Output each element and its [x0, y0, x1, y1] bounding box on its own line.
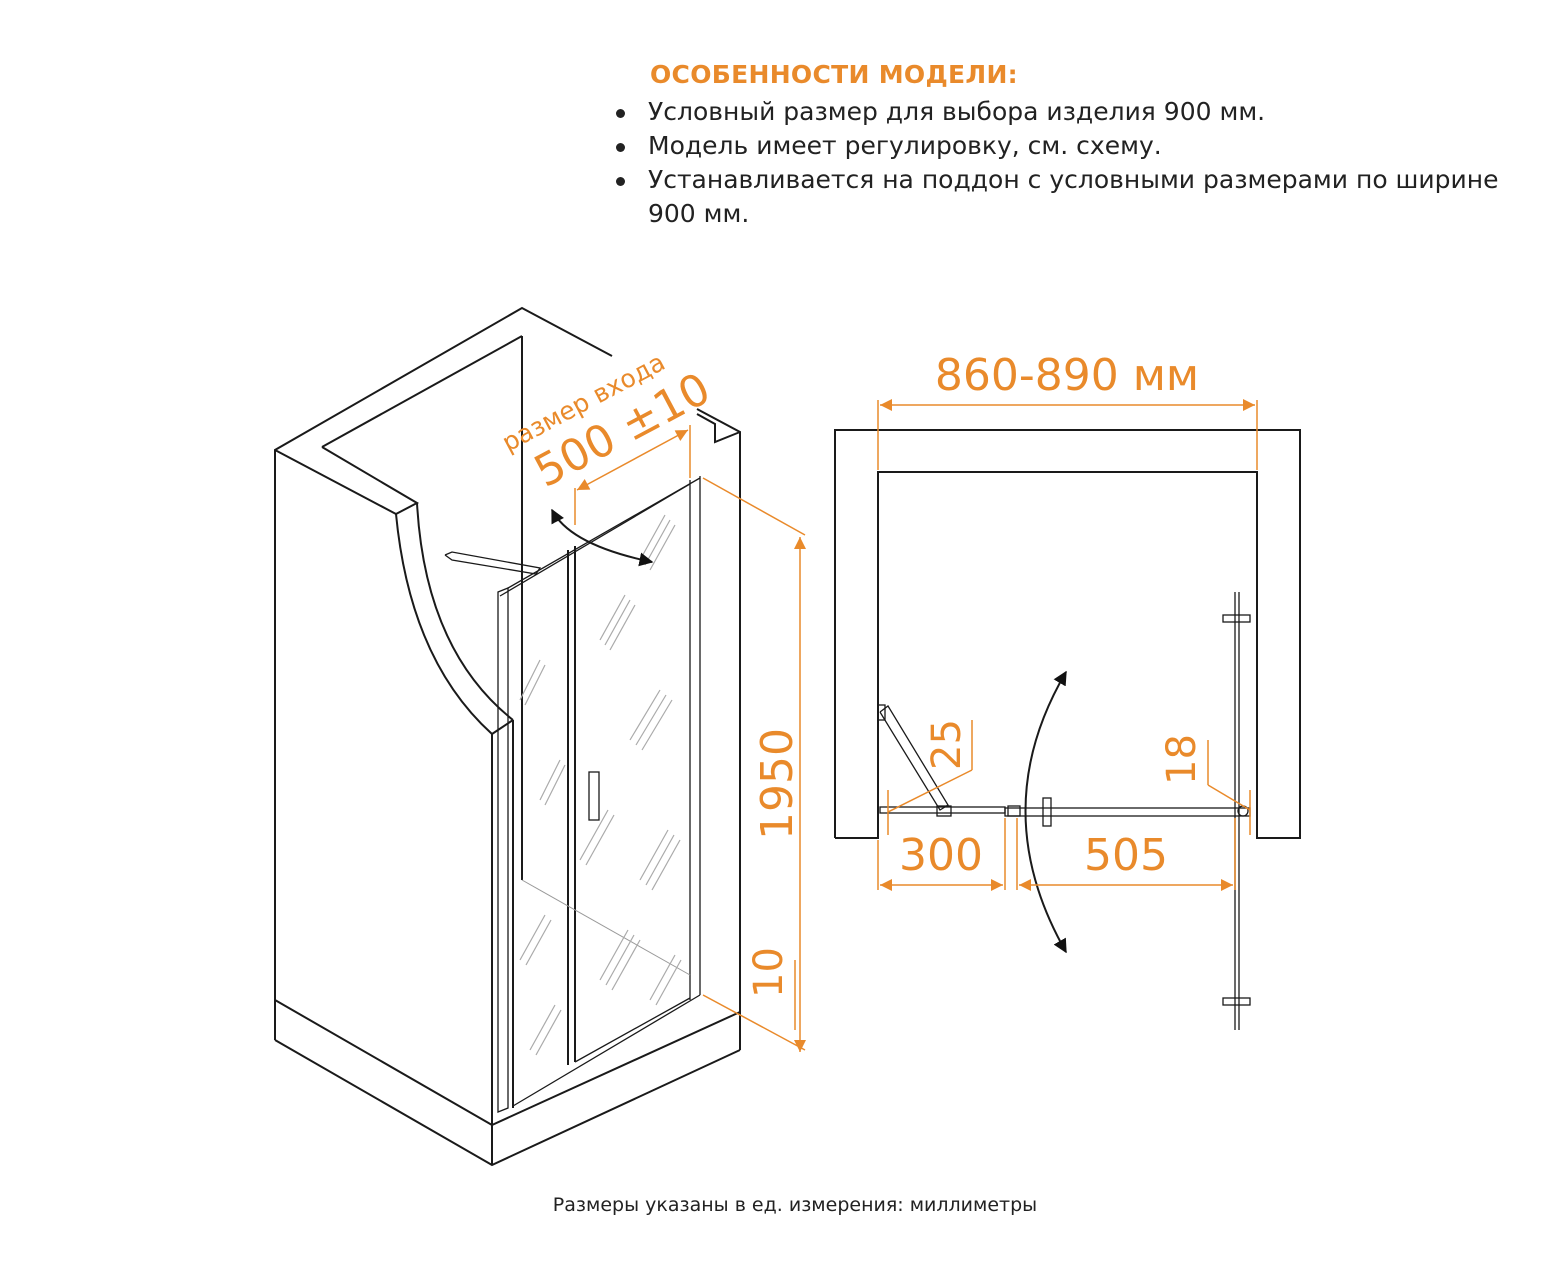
- feature-item: Условный размер для выбора изделия 900 м…: [616, 95, 1510, 129]
- height-value: 1950: [752, 728, 803, 840]
- shower-glass: [444, 476, 701, 1113]
- door-handle: [1042, 797, 1052, 827]
- gap-value: 10: [746, 947, 792, 998]
- isometric-view: размер входа 500 ±10 1950 10: [274, 306, 806, 1167]
- support-bar: [444, 551, 542, 575]
- dim-door: 505: [1084, 830, 1168, 881]
- feature-item: Модель имеет регулировку, см. схему.: [616, 129, 1510, 163]
- width-range: 860-890 мм: [935, 350, 1199, 401]
- iso-dimensions: размер входа 500 ±10 1950 10: [497, 347, 806, 1052]
- feature-item: Устанавливается на поддон с условными ра…: [616, 163, 1510, 231]
- plan-door: [877, 592, 1251, 1030]
- glass-hatching: [519, 514, 682, 1056]
- model-features: ОСОБЕННОСТИ МОДЕЛИ: Условный размер для …: [610, 60, 1510, 231]
- dim-fixed: 300: [899, 830, 983, 881]
- swing-arc-icon: [1024, 670, 1067, 954]
- plan-view: 860-890 мм 300 505: [834, 350, 1301, 1030]
- plan-dimensions: 300 505 25 18: [877, 719, 1251, 891]
- dim-adjust-right: 18: [1159, 734, 1205, 785]
- features-list: Условный размер для выбора изделия 900 м…: [610, 95, 1510, 231]
- wall-outline: [274, 306, 741, 1167]
- plan-walls: [834, 429, 1301, 839]
- features-title: ОСОБЕННОСТИ МОДЕЛИ:: [650, 60, 1018, 89]
- door-handle: [588, 771, 600, 821]
- units-note: Размеры указаны в ед. измерения: миллиме…: [552, 1194, 1038, 1216]
- dim-adjust-left: 25: [924, 719, 970, 770]
- swing-arrow-icon: [551, 508, 654, 567]
